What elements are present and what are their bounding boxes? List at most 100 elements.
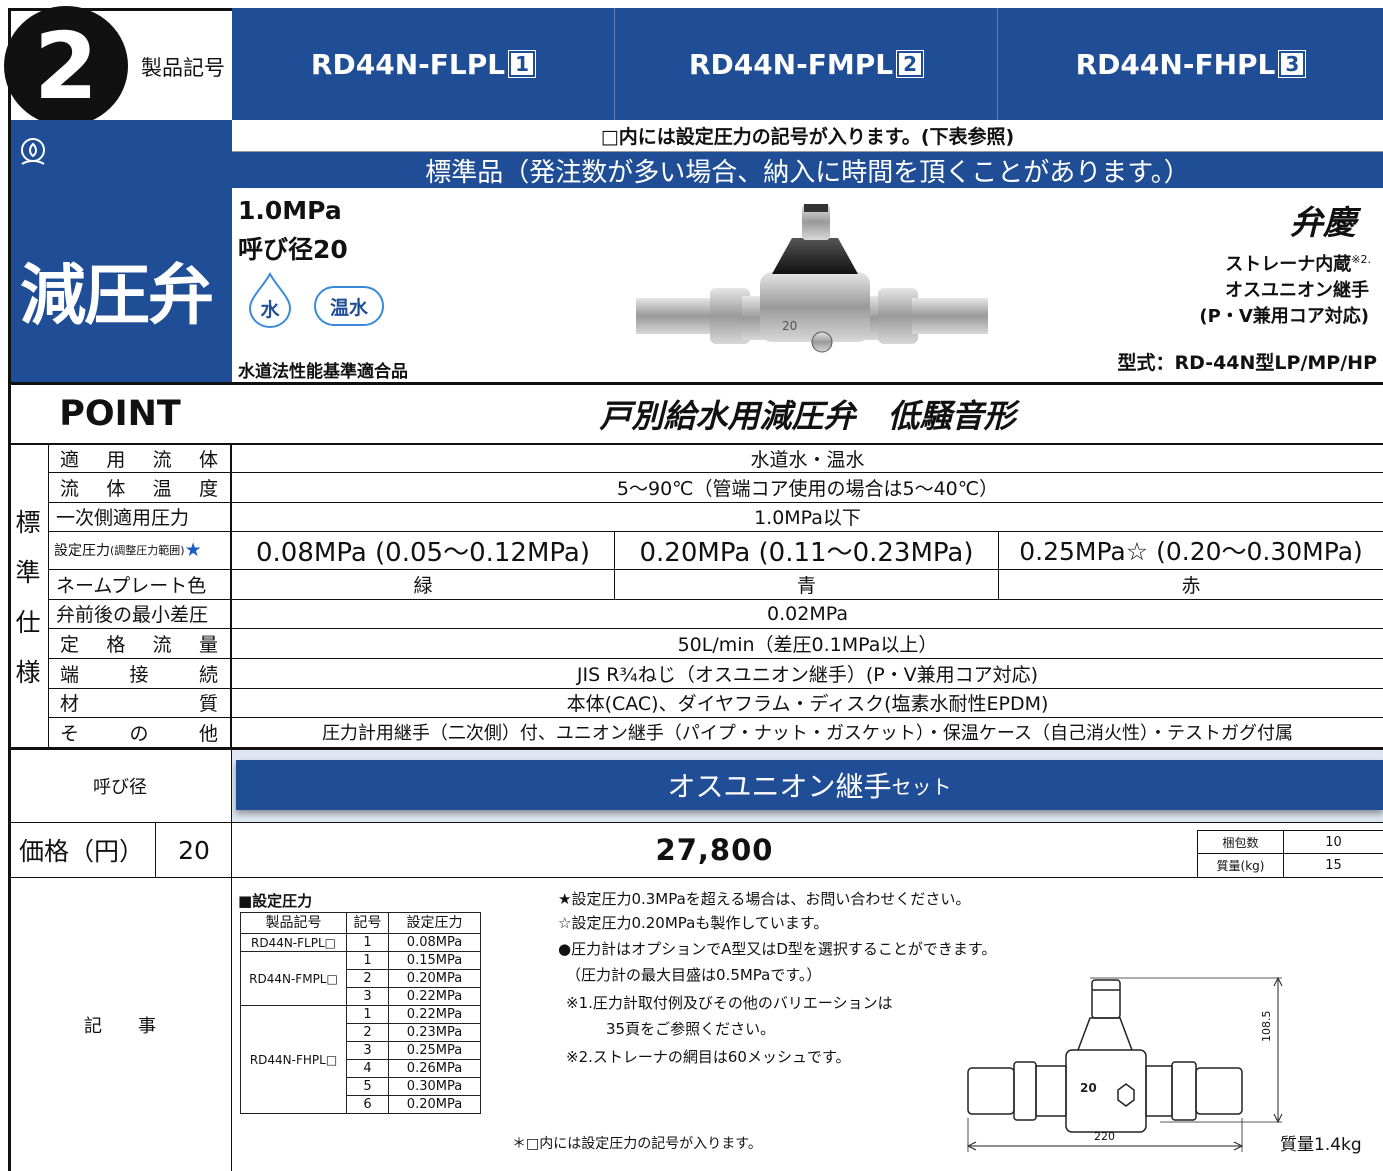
table-row: 2 0.20MPa [241,969,481,988]
table-header-model: 製品記号 [240,912,347,934]
size-label: 呼び径 [8,750,232,822]
model-suffix-box-3: 3 [1278,50,1307,78]
spec-label-flow-4: 量 [198,633,218,656]
note-hollow-star-text: ☆設定圧力0.20MPaも製作しています。 [558,914,829,932]
point-text: 戸別給水用減圧弁 低騒音形 [232,385,1383,443]
table-row: 2 0.23MPa [241,1023,481,1042]
section-number-circle: 2 [4,6,128,126]
table-header-row: 製品記号 記号 設定圧力 [240,912,481,934]
model-suffix-3: 3 [1285,52,1300,76]
set-banner-main: オスユニオン継手 [667,770,892,803]
table-cell-pressure: 0.20MPa [388,969,481,988]
table-header-pressure: 設定圧力 [388,912,481,934]
note-1: ※1.圧力計取付例及びその他のバリエーションは [566,992,893,1013]
model-suffix-box-1: 1 [508,50,537,78]
row-sep-9 [48,717,1383,718]
hline-pack-mid [1197,853,1383,854]
row-sep-8 [48,688,1383,689]
spec-side-char-3: 仕 [15,608,41,637]
note-star-text: ★設定圧力0.3MPaを超える場合は、お問い合わせください。 [558,890,971,908]
notice-row: □内には設定圧力の記号が入ります。(下表参照) [232,120,1383,152]
spec-label-flow-3: 流 [152,633,172,656]
brand-logo: 弁慶 [1290,203,1356,242]
spec-label-material-2: 質 [198,693,218,715]
weight-value: 15 [1325,858,1342,873]
spec-label-other-1: そ [60,722,80,745]
drawing-body-mark: 20 [1080,1081,1097,1095]
spec-label-end: 端接続 [48,658,230,688]
spec-value-plate-3: 赤 [1181,574,1201,597]
point-text-value: 戸別給水用減圧弁 低騒音形 [599,397,1016,435]
spec-side-char-2: 準 [15,558,41,587]
category-title: 減圧弁 [20,257,214,334]
spec-side-label: 標 準 仕 様 [8,445,48,747]
vline-main [231,747,232,1171]
table-row: 6 0.20MPa [241,1095,481,1114]
certification-text: 水道法性能基準適合品 [238,362,408,382]
feature-strainer-text: ストレーナ内蔵 [1225,254,1352,275]
spec-value-flow: 50L/min（差圧0.1MPa以上） [677,633,938,656]
water-badge-label: 水 [260,298,280,321]
spec-value-setting-2: 0.20MPa (0.11〜0.23MPa) [639,537,974,568]
note-gauge-max: （圧力計の最大目盛は0.5MPaです。） [566,964,821,985]
spec-size: 呼び径20 [238,235,348,264]
table-cell-code: 6 [346,1095,389,1114]
pressure-table: 製品記号 記号 設定圧力 RD44N-FLPL□ 1 0.08MPa RD44N… [240,912,481,1114]
table-cell-pressure: 0.26MPa [388,1059,481,1078]
table-cell-model: RD44N-FHPL□ [240,1005,347,1114]
model-name-2: RD44N-FMPL [688,47,894,81]
model-suffix-2: 2 [903,52,918,76]
spec-value-material: 本体(CAC)、ダイヤフラム・ディスク(塩素水耐性EPDM) [566,693,1049,715]
model-name-3: RD44N-FHPL [1075,47,1276,81]
spec-value-primary: 1.0MPa以下 [754,507,861,529]
row-sep-6 [48,628,1383,629]
table-cell-pressure: 0.22MPa [388,987,481,1006]
spec-label-temp-3: 温 [152,477,172,500]
standard-banner: 標準品（発注数が多い場合、納入に時間を頂くことがあります。） [232,152,1383,188]
model-type: 型式：RD-44N型LP/MP/HP [1117,352,1377,374]
spec-label-setting: 設定圧力(調整圧力範囲)★ [48,531,230,569]
spec-label-temp: 流体温度 [48,472,230,502]
row-sep-3 [48,531,1383,532]
table-cell-code: 1 [346,951,389,970]
note-2-text: ※2.ストレーナの網目は60メッシュです。 [566,1048,851,1066]
spec-label-other-2: の [129,722,149,745]
table-cell-pressure: 0.25MPa [388,1041,481,1060]
note-gauge-text: ●圧力計はオプションでA型又はD型を選択することができます。 [558,940,997,958]
table-cell-pressure: 0.23MPa [388,1023,481,1042]
price-value: 27,800 [232,823,1197,877]
spec-label-temp-1: 流 [60,477,80,500]
note-1-text: ※1.圧力計取付例及びその他のバリエーションは [566,994,893,1012]
feature-strainer-note: ※2. [1351,253,1371,266]
spec-label-material: 材質 [48,688,230,717]
table-row: RD44N-FLPL□ 1 0.08MPa [240,933,481,952]
spec-label-fluid-3: 流 [152,449,172,471]
feature-strainer: ストレーナ内蔵※2. [1225,250,1371,276]
table-cell-code: 2 [346,969,389,988]
spec-label-fluid-2: 用 [106,449,126,471]
notice-text: □内には設定圧力の記号が入ります。(下表参照) [600,126,1015,148]
price-label-text: 価格（円） [18,837,144,866]
spec-label-fluid: 適用流体 [48,445,230,472]
spec-label-plate: ネームプレート色 [56,574,207,597]
hot-water-badge-label: 温水 [329,296,368,319]
spec-label-setting-small: (調整圧力範囲) [110,544,185,557]
spec-value-temp: 5〜90℃（管端コア使用の場合は5〜40℃） [616,477,999,500]
size-label-text: 呼び径 [93,777,147,798]
vline-left-edge [8,8,11,1171]
rule-price-top [8,822,1383,823]
remarks-label-text: 記 事 [84,1015,156,1037]
row-sep-1 [48,472,1383,473]
feature-core: (P・V兼用コア対応) [1199,306,1369,327]
price-size: 20 [156,823,232,877]
table-cell-code: 1 [346,1005,389,1024]
feature-union: オスユニオン継手 [1225,280,1369,301]
standard-banner-text: 標準品（発注数が多い場合、納入に時間を頂くことがあります。） [425,157,1190,188]
price-value-text: 27,800 [655,833,774,867]
table-row: RD44N-FHPL□ 1 0.22MPa [240,1005,481,1114]
spec-value-end: JIS R¾ねじ（オスユニオン継手）(P・V兼用コア対応) [576,663,1039,686]
row-sep-5 [48,599,1383,600]
spec-label-flow-1: 定 [60,633,80,656]
table-cell-pressure: 0.22MPa [388,1005,481,1024]
